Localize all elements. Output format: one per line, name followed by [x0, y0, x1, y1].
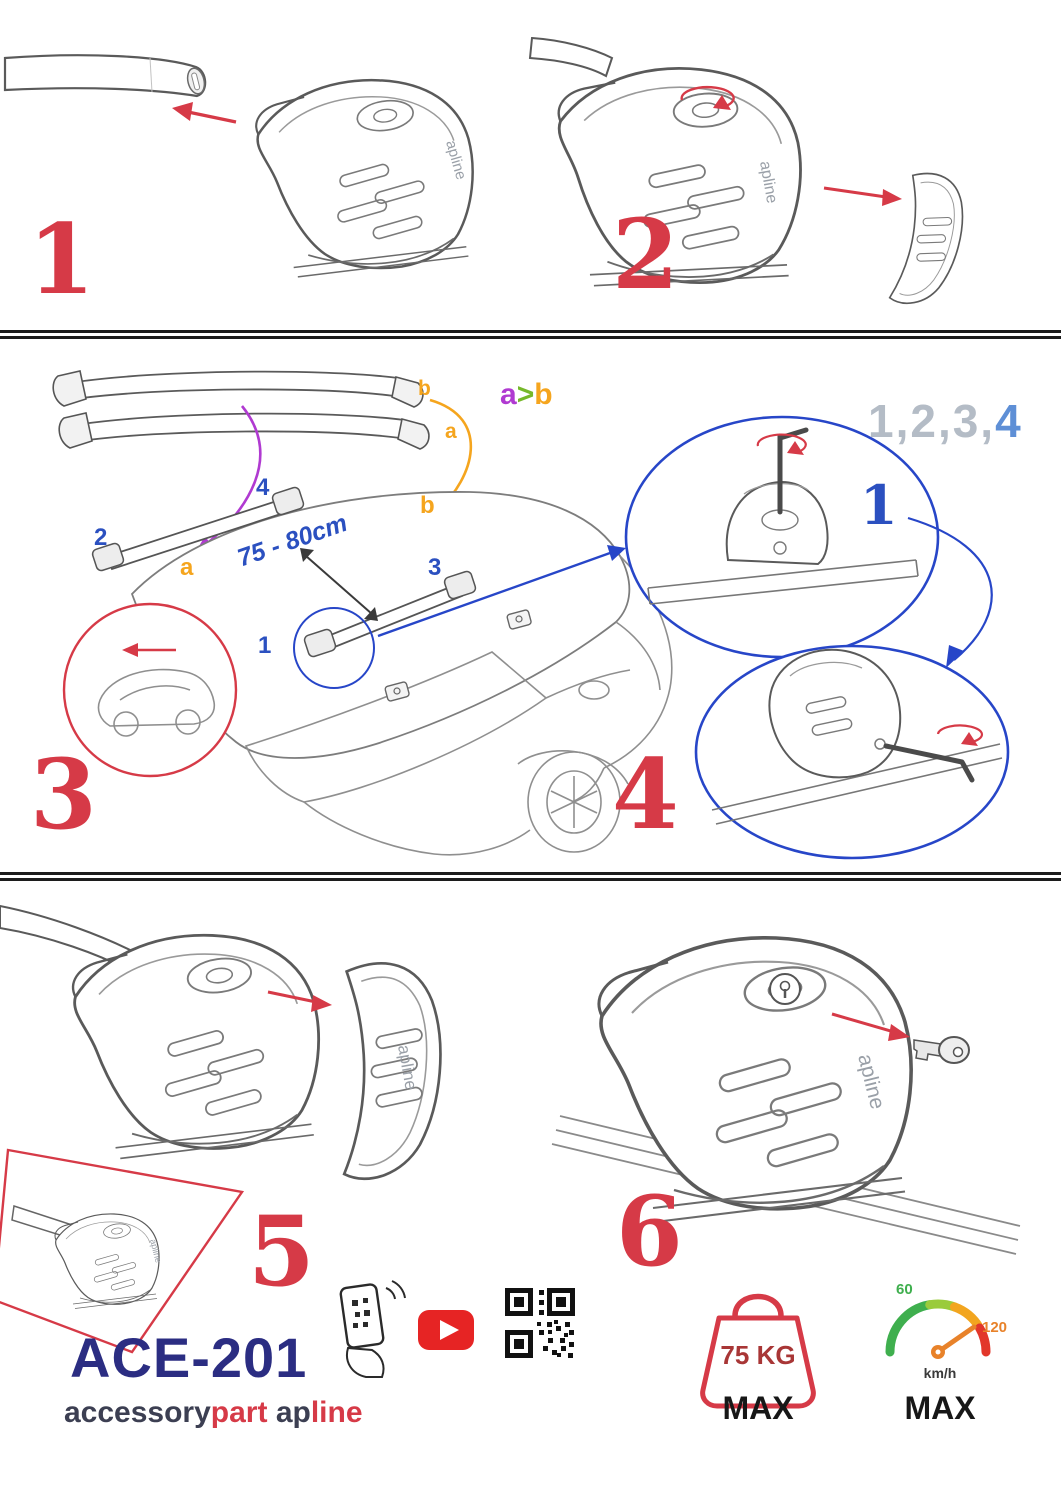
roof-foot-2-label: 2	[94, 524, 108, 551]
roof-foot-4-label: 4	[256, 474, 270, 501]
step5-illustration: apline	[0, 904, 442, 1181]
tightening-sequence: 1,2,3,4	[868, 398, 1023, 444]
phone-scan-icon	[339, 1280, 406, 1378]
speed-tick-60: 60	[896, 1281, 913, 1298]
bar-order-note: a>b	[500, 380, 553, 410]
tighten-side-callout	[694, 644, 1010, 860]
speed-unit: km/h	[923, 1365, 957, 1381]
brand-accessory: accessory	[64, 1396, 211, 1429]
cover-arrow	[267, 990, 317, 1004]
speedometer-icon	[885, 1299, 991, 1359]
key-arrow	[831, 1012, 895, 1034]
step-number-2: 2	[612, 198, 679, 311]
roof-foot-1-label: 1	[258, 632, 272, 659]
section-divider-top	[0, 330, 1061, 339]
brand-line: line	[310, 1396, 363, 1429]
step-number-5: 5	[248, 1195, 315, 1308]
speed-limit-max: MAX	[904, 1390, 976, 1426]
model-number: ACE-201	[70, 1326, 308, 1389]
step6-illustration: apline	[551, 935, 1021, 1255]
speed-tick-120: 120	[982, 1319, 1008, 1336]
step-number-1: 1	[28, 203, 95, 316]
order-b: b	[534, 378, 553, 411]
step-number-6: 6	[616, 1175, 683, 1288]
roof-crossbars	[91, 486, 532, 702]
step-number-4: 4	[612, 738, 679, 851]
allen-key	[883, 743, 975, 783]
allen-key	[777, 427, 809, 515]
callout-arrow	[377, 545, 626, 638]
roof-foot-3-label: 3	[428, 554, 442, 581]
tighten-top-callout	[624, 415, 940, 659]
brand-logo: accessorypart apline	[64, 1398, 363, 1428]
weight-limit-icon	[700, 1293, 816, 1409]
roof-bar-a-label: a	[180, 554, 194, 581]
roof-fixpoint-bracket	[384, 681, 410, 702]
key-illustration	[913, 1036, 970, 1064]
order-a: a	[500, 378, 517, 411]
turn-knob-arrow	[680, 86, 735, 108]
callout-connector	[907, 516, 993, 668]
insert-arrow	[187, 110, 237, 124]
youtube-icon	[418, 1310, 474, 1350]
remove-cover-arrow	[823, 186, 887, 199]
foot1-highlight-circle	[293, 607, 375, 689]
rotate-arrow	[936, 724, 984, 744]
bar-distance-arrow	[305, 555, 373, 615]
step2-illustration: apline	[528, 36, 972, 312]
bars-label-b: b	[418, 377, 431, 400]
brand-ap: ap	[275, 1396, 311, 1429]
roof-bar-b-label: b	[420, 492, 435, 519]
parked-car-inset	[62, 602, 238, 778]
brand-part: part	[210, 1396, 268, 1429]
section-divider-bottom	[0, 872, 1061, 881]
step5-inset: apline	[0, 1148, 245, 1354]
step-number-3: 3	[30, 738, 97, 851]
rotate-arrow	[756, 433, 807, 454]
qr-code-icon	[505, 1288, 575, 1358]
callout-step-number: 1	[860, 473, 898, 537]
bars-label-a: a	[445, 420, 457, 443]
roof-fixpoint-bracket	[506, 609, 532, 630]
weight-limit-value: 75 KG	[720, 1340, 796, 1370]
step1-illustration: apline	[3, 54, 474, 279]
sequence-gray: 1,2,3,	[868, 395, 996, 447]
weight-limit-max: MAX	[722, 1390, 794, 1426]
sequence-blue: 4	[995, 395, 1023, 447]
order-gt: >	[516, 378, 535, 411]
